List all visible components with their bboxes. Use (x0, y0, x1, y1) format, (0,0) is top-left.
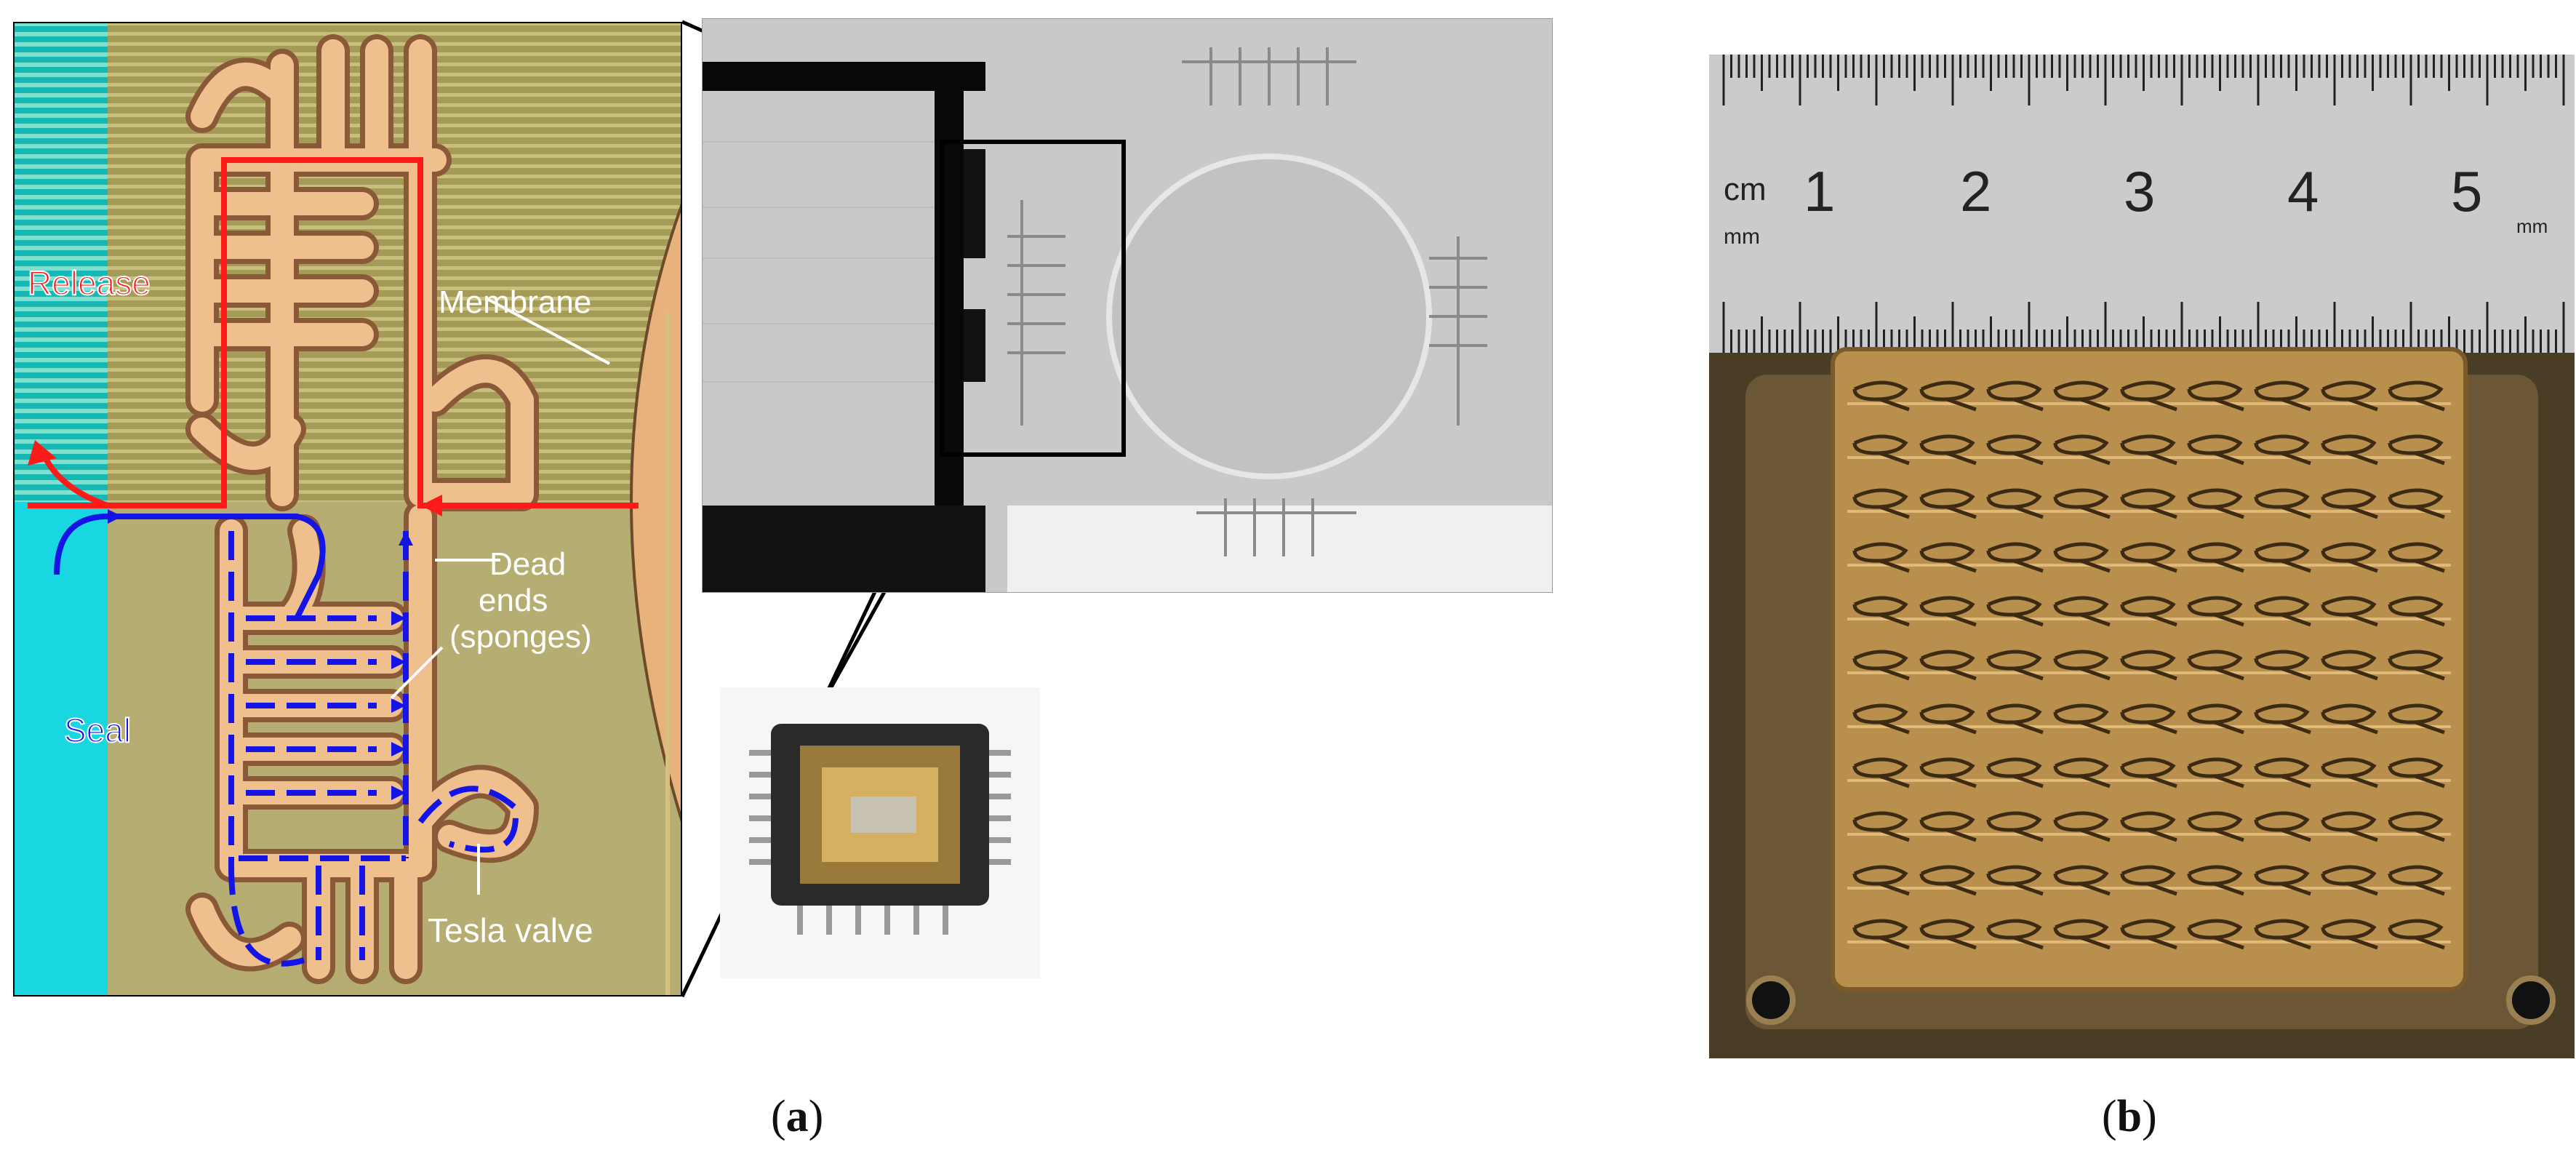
micrograph (702, 18, 1553, 593)
caption-a-letter: a (785, 1092, 809, 1141)
ruler-number-4: 4 (2287, 159, 2319, 223)
dead-ends-label-2: ends (479, 583, 548, 618)
plate-photo: cm mm mm 1 2 3 4 5 (1709, 55, 2575, 1058)
channel-fill (191, 39, 534, 979)
caption-b-letter: b (2116, 1092, 2143, 1141)
plate-channel-rows (1847, 380, 2451, 950)
ruler-unit-mm-right: mm (2516, 215, 2548, 237)
seal-path (54, 514, 326, 620)
seal-region-lower (13, 502, 108, 997)
valve-schematic: Release Membrane Dead ends (sponges) Sea… (13, 22, 682, 997)
mounting-hole-left (1746, 975, 1796, 1025)
membrane-circle (1106, 153, 1432, 479)
caption-b: (b) (2102, 1092, 2157, 1141)
ruler (1709, 55, 2575, 353)
ruler-number-3: 3 (2124, 159, 2155, 223)
ruler-number-2: 2 (1960, 159, 1991, 223)
ruler-numbers: 1 2 3 4 5 (1804, 159, 2482, 223)
release-path (28, 157, 639, 508)
release-label: Release (28, 264, 151, 302)
release-arrow-head (28, 440, 57, 466)
ruler-number-1: 1 (1804, 159, 1835, 223)
seal-region-upper (13, 22, 108, 502)
chip-package-photo (720, 687, 1040, 978)
ruler-unit-mm: mm (1724, 225, 1760, 249)
membrane-label: Membrane (439, 284, 591, 320)
ruler-number-5: 5 (2451, 159, 2482, 223)
seal-arrow-heads (108, 509, 413, 800)
seal-dashed-flow (228, 531, 519, 967)
seal-label: Seal (64, 711, 131, 749)
mounting-hole-right (2506, 975, 2556, 1025)
dead-ends-label-3: (sponges) (449, 619, 592, 655)
caption-a: (a) (771, 1092, 824, 1141)
tesla-valve-label: Tesla valve (428, 911, 593, 949)
dead-ends-label: Dead (489, 546, 566, 582)
zoom-box (940, 140, 1126, 457)
ruler-unit-cm: cm (1724, 172, 1767, 207)
